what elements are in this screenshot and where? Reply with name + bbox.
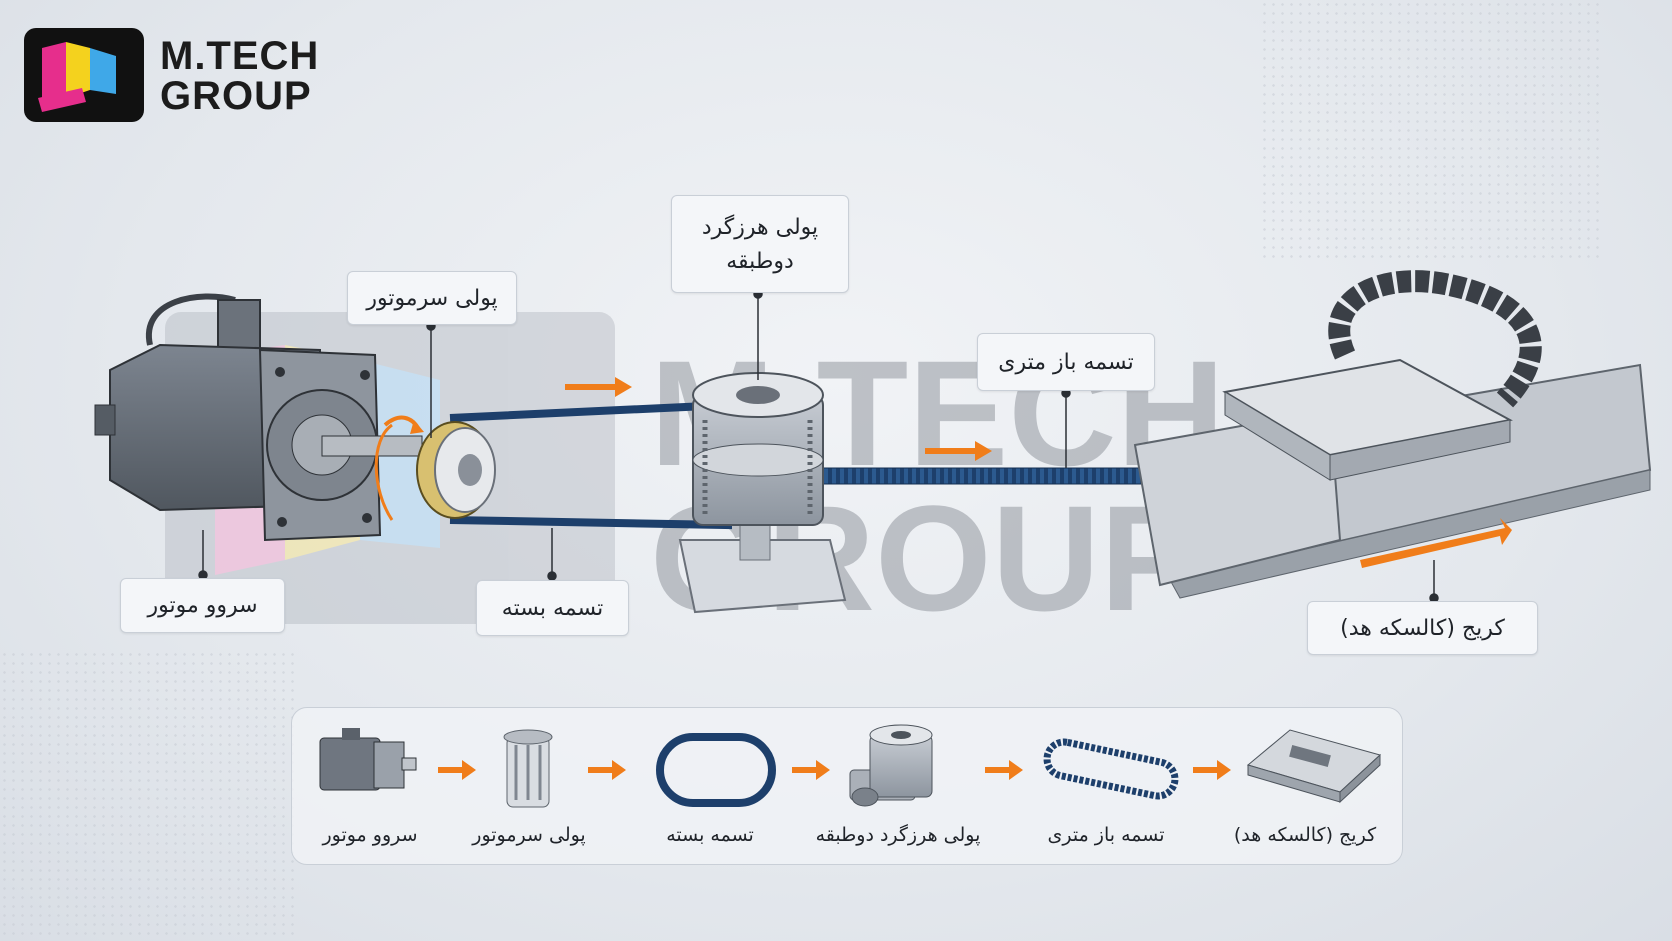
flow-label-idler-pulley: پولی هرزگرد دوطبقه	[815, 824, 981, 846]
logo-mark-icon	[38, 42, 116, 112]
label-idler-pulley: پولی هرزگرد دوطبقه	[671, 195, 849, 293]
servo-motor-icon	[319, 728, 417, 791]
label-idler-pulley-line1: پولی هرزگرد	[701, 215, 819, 240]
flow-label-servo-motor: سروو موتور	[322, 824, 418, 846]
brand-name-line1: M.TECH	[160, 34, 320, 78]
label-open-belt: تسمه باز متری	[977, 333, 1155, 391]
closed-belt-icon	[656, 733, 776, 807]
flow-label-closed-belt: تسمه بسته	[666, 824, 754, 846]
label-servo-motor: سروو موتور	[120, 578, 285, 633]
brand-name-line2: GROUP	[160, 74, 312, 118]
label-idler-pulley-line2: دوطبقه	[726, 249, 794, 274]
flow-label-servo-pulley: پولی سرموتور	[472, 824, 586, 846]
brand-name: M.TECH GROUP	[160, 36, 319, 116]
label-closed-belt: تسمه بسته	[476, 580, 629, 636]
flow-label-open-belt: تسمه باز متری	[1047, 824, 1165, 846]
carriage	[1133, 270, 1652, 599]
flow-panel	[291, 707, 1403, 865]
carriage-icon	[1246, 729, 1381, 804]
label-carriage: کریج (کالسکه هد)	[1307, 601, 1538, 655]
flow-arrow-1	[438, 760, 476, 780]
flow-arrow-5	[1193, 760, 1231, 780]
flow-label-carriage: کریج (کالسکه هد)	[1233, 824, 1377, 846]
open-belt-icon	[1043, 738, 1179, 800]
idler-pulley-icon	[849, 724, 933, 807]
flow-arrow-2	[588, 760, 626, 780]
label-servo-pulley: پولی سرموتور	[347, 271, 517, 325]
servo-pulley-icon	[503, 729, 553, 808]
idler-pulley	[678, 372, 847, 614]
motion-arrows	[565, 377, 992, 461]
servo-motor	[94, 293, 424, 542]
flow-arrow-4	[985, 760, 1023, 780]
servo-pulley	[416, 421, 496, 519]
brand-logo	[24, 28, 144, 122]
flow-arrow-3	[792, 760, 830, 780]
